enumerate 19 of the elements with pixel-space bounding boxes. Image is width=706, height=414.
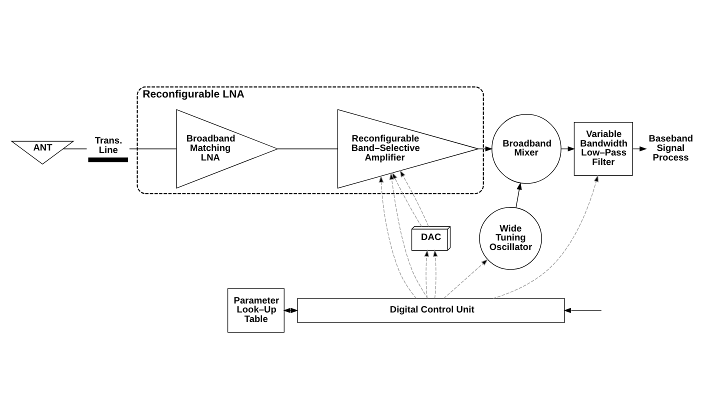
node-box: Digital Control Unit — [297, 298, 565, 323]
arrow — [492, 174, 599, 299]
arrow — [516, 182, 522, 208]
node-label: Trans. Line — [94, 136, 122, 155]
node-circle: Broadband Mixer — [492, 114, 562, 184]
node-box: Variable Bandwidth Low–Pass Filter — [574, 122, 633, 176]
node-box: Parameter Look–Up Table — [227, 288, 284, 333]
arrow — [564, 308, 602, 314]
arrow — [378, 175, 417, 299]
connector — [129, 148, 177, 150]
arrow — [424, 249, 430, 299]
arrow — [432, 249, 438, 299]
arrow — [283, 308, 298, 314]
connector — [62, 148, 88, 150]
arrow — [443, 258, 488, 299]
node-box — [88, 158, 128, 162]
connector — [277, 148, 338, 150]
node-text: Baseband Signal Process — [648, 134, 694, 162]
arrow — [400, 170, 429, 227]
